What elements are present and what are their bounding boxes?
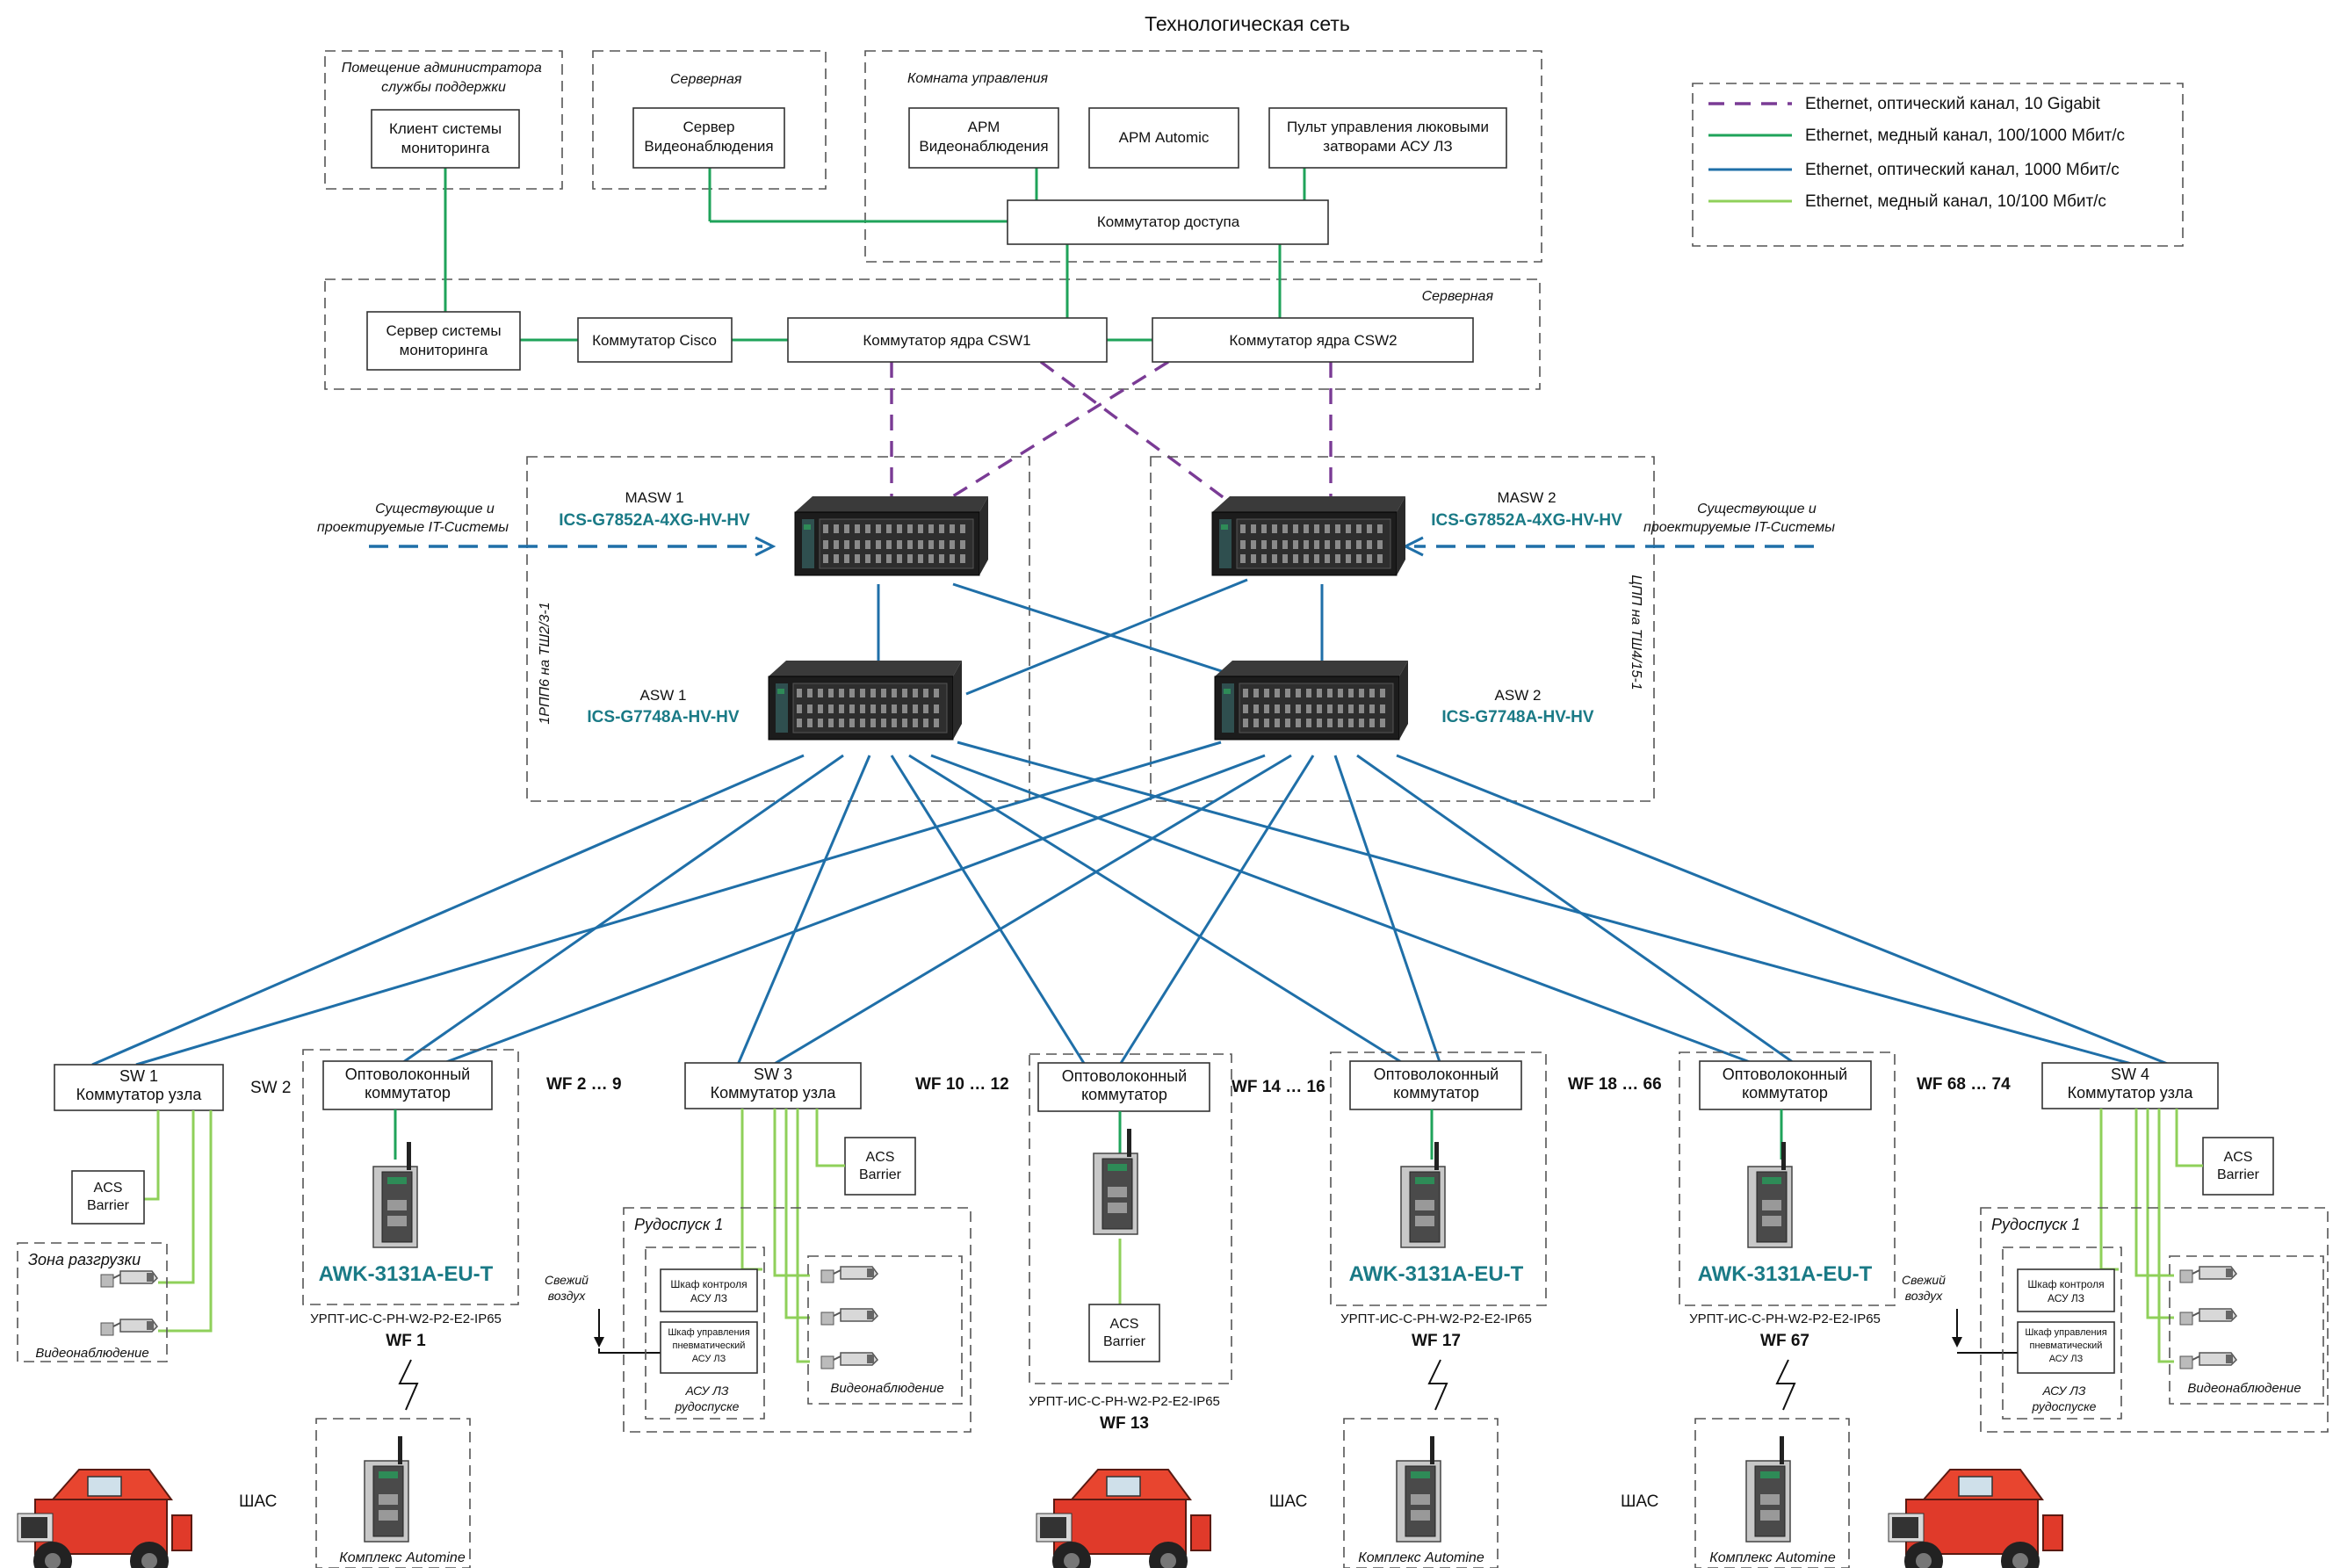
automine-67: Комплекс Automine	[1709, 1550, 1836, 1565]
diagram-title: Технологическая сеть	[1145, 12, 1350, 35]
access-switch-box: Коммутатор доступа	[1097, 213, 1240, 230]
zone-control-room: Комната управления	[907, 71, 1049, 86]
zone-unload: Зона разгрузки	[28, 1251, 141, 1268]
shas-1: ШАС	[239, 1492, 277, 1511]
arm-automic-box: АРМ Automic	[1119, 129, 1210, 146]
zone-server-room: Серверная	[1422, 289, 1494, 304]
wf-68-74-label: WF 68 … 74	[1917, 1075, 2011, 1094]
wf-2-9-label: WF 2 … 9	[546, 1075, 622, 1094]
masw1-model: ICS-G7852A-4XG-HV-HV	[559, 511, 750, 530]
masw2-model: ICS-G7852A-4XG-HV-HV	[1431, 511, 1622, 530]
video-surv-4: Видеонаблюдение	[2187, 1381, 2300, 1396]
zone-ore-chute-1: Рудоспуск 1	[634, 1216, 723, 1233]
wf1-label: WF 1	[386, 1332, 426, 1350]
zone-left-rack: 1РПП6 на ТШ2/3-1	[538, 602, 553, 724]
shas-2: ШАС	[1269, 1492, 1307, 1511]
wf-14-16-label: WF 14 … 16	[1232, 1078, 1325, 1096]
zone-server-top: Серверная	[670, 72, 742, 87]
zone-right-rack: ЦПП на ТШ4/15-1	[1629, 574, 1643, 690]
urpt-67: УРПТ-ИС-С-РН-W2-P2-E2-IP65	[1689, 1311, 1881, 1326]
legend-item-optic-1000: Ethernet, оптический канал, 1000 Мбит/с	[1805, 161, 2120, 179]
wf17-label: WF 17	[1412, 1332, 1461, 1350]
automine-17: Комплекс Automine	[1358, 1550, 1484, 1565]
awk-model-17: AWK-3131A-EU-T	[1349, 1262, 1524, 1286]
video-surv-1: Видеонаблюдение	[35, 1346, 148, 1361]
asw2-name: ASW 2	[1495, 687, 1542, 704]
core2-box: Коммутатор ядра CSW2	[1229, 332, 1397, 349]
asw1-model: ICS-G7748A-HV-HV	[587, 708, 739, 726]
video-surv-3: Видеонаблюдение	[830, 1381, 943, 1396]
shas-3: ШАС	[1621, 1492, 1658, 1511]
asw1-name: ASW 1	[640, 687, 687, 704]
core1-box: Коммутатор ядра CSW1	[863, 332, 1030, 349]
legend: Ethernet, оптический канал, 10 Gigabit E…	[1692, 83, 2184, 247]
field-optic-links	[91, 741, 2170, 1066]
sw2-label: SW 2	[250, 1079, 291, 1097]
awk-model-1: AWK-3131A-EU-T	[319, 1262, 494, 1286]
zone-admin-room: Помещение администратора службы поддержк…	[342, 61, 545, 95]
wf67-label: WF 67	[1760, 1332, 1809, 1350]
asw2-model: ICS-G7748A-HV-HV	[1441, 708, 1593, 726]
legend-item-copper-100: Ethernet, медный канал, 10/100 Мбит/с	[1805, 192, 2106, 211]
urpt-13: УРПТ-ИС-С-РН-W2-P2-E2-IP65	[1029, 1394, 1220, 1409]
cisco-switch-box: Коммутатор Cisco	[592, 332, 717, 349]
legend-item-10g: Ethernet, оптический канал, 10 Gigabit	[1805, 95, 2101, 113]
wf-10-12-label: WF 10 … 12	[915, 1075, 1009, 1094]
urpt-1: УРПТ-ИС-С-РН-W2-P2-E2-IP65	[310, 1311, 502, 1326]
awk-model-67: AWK-3131A-EU-T	[1698, 1262, 1873, 1286]
urpt-17: УРПТ-ИС-С-РН-W2-P2-E2-IP65	[1340, 1311, 1532, 1326]
wf13-label: WF 13	[1100, 1414, 1149, 1433]
legend-item-copper-1000: Ethernet, медный канал, 100/1000 Мбит/с	[1805, 126, 2125, 145]
masw1-name: MASW 1	[625, 489, 683, 506]
automine-1: Комплекс Automine	[339, 1550, 466, 1565]
zone-ore-chute-4: Рудоспуск 1	[1991, 1216, 2080, 1233]
masw2-name: MASW 2	[1497, 489, 1556, 506]
wf-18-66-label: WF 18 … 66	[1568, 1075, 1662, 1094]
